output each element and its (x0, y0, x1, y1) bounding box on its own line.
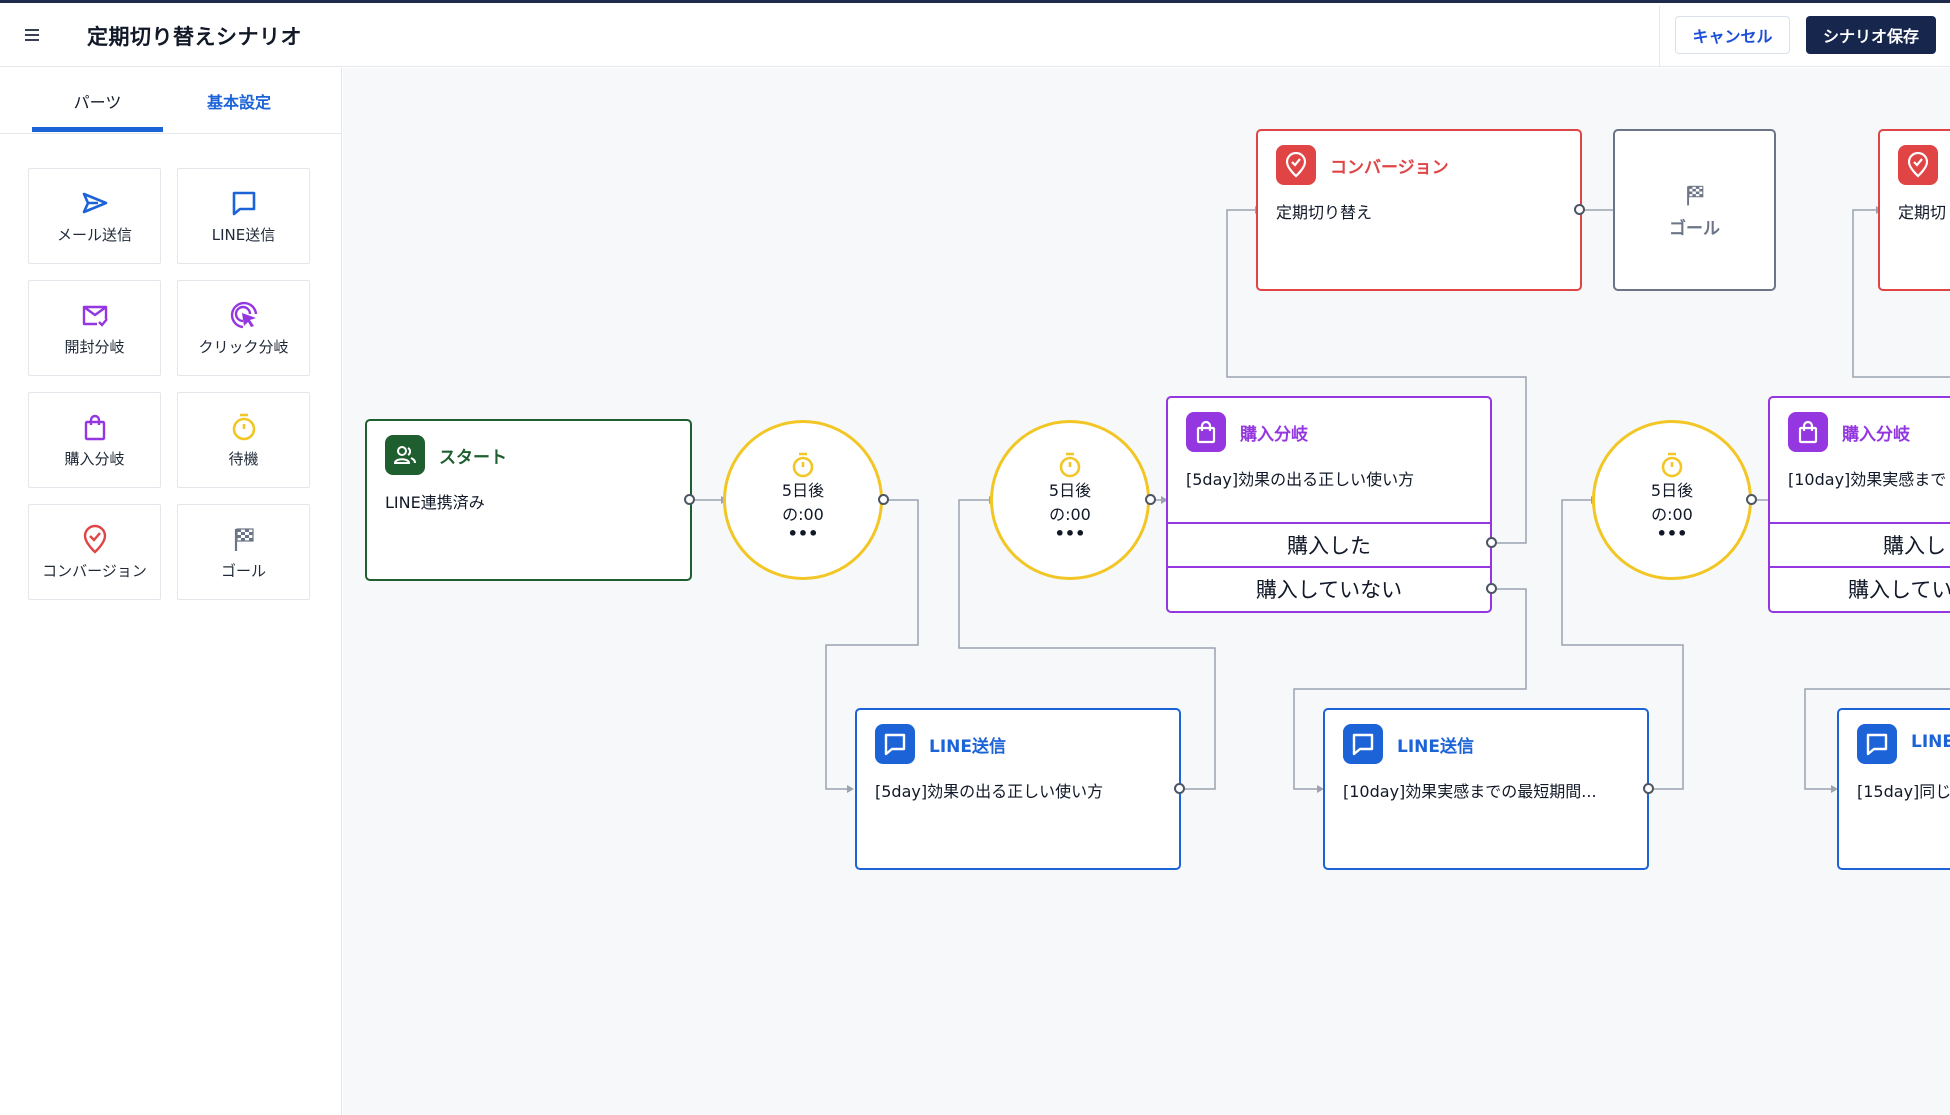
sidebar-tabs: パーツ 基本設定 (0, 68, 341, 134)
node-title: スタート (439, 448, 507, 468)
chat-bubble-icon (875, 724, 915, 764)
output-port[interactable] (1486, 583, 1497, 594)
checkered-flag-icon (1686, 185, 1703, 205)
output-port[interactable] (1643, 783, 1654, 794)
tab-parts[interactable]: パーツ (73, 93, 122, 112)
part-label: ゴール (220, 561, 266, 580)
check-pin-icon (1276, 145, 1316, 185)
branch-option-purchased: 購入した (1168, 522, 1490, 566)
purchase-branch-node[interactable]: 購入分岐 [10day]効果実感まで 購入し 購入してい (1768, 396, 1950, 613)
chat-bubble-icon (229, 188, 259, 218)
wait-time: の:00 (782, 505, 824, 524)
part-purchase-branch[interactable]: 購入分岐 (28, 392, 161, 488)
shopping-bag-icon (1186, 412, 1226, 452)
part-label: コンバージョン (42, 561, 147, 580)
check-pin-icon (1898, 145, 1938, 185)
part-wait[interactable]: 待機 (177, 392, 310, 488)
part-label: 待機 (228, 449, 259, 468)
node-title: LINE (1911, 732, 1950, 752)
node-body: LINE連携済み (385, 493, 485, 512)
node-body: [15day]同じ (1857, 782, 1950, 801)
start-node[interactable]: スタート LINE連携済み (365, 419, 692, 581)
node-body: [5day]効果の出る正しい使い方 (1186, 470, 1415, 489)
parts-sidebar: パーツ 基本設定 メール送信 LINE送信 開封分岐 クリック分岐 購入分岐 (0, 68, 342, 1115)
checkered-flag-icon (229, 524, 259, 554)
chat-bubble-icon (1343, 724, 1383, 764)
app-header: 定期切り替えシナリオ キャンセル シナリオ保存 (0, 3, 1950, 67)
output-port[interactable] (1486, 537, 1497, 548)
branch-option-not-purchased: 購入してい (1770, 566, 1950, 610)
cancel-button[interactable]: キャンセル (1675, 16, 1790, 54)
part-goal[interactable]: ゴール (177, 504, 310, 600)
part-line-send[interactable]: LINE送信 (177, 168, 310, 264)
hamburger-menu-icon[interactable] (18, 21, 46, 49)
active-tab-indicator (32, 127, 163, 132)
mail-check-icon (80, 300, 110, 330)
save-scenario-button[interactable]: シナリオ保存 (1806, 16, 1936, 54)
header-divider (1659, 6, 1660, 67)
chat-bubble-icon (1857, 724, 1897, 764)
send-icon (80, 188, 110, 218)
users-icon (385, 435, 425, 475)
conversion-node[interactable]: コンバージョン 定期切り替え (1256, 129, 1582, 291)
goal-node[interactable]: ゴール (1613, 129, 1776, 291)
more-options-icon[interactable]: ••• (1054, 524, 1086, 543)
more-options-icon[interactable]: ••• (1656, 524, 1688, 543)
conversion-node[interactable]: 定期切 (1878, 129, 1950, 291)
node-body: 定期切り替え (1276, 203, 1373, 222)
top-accent-line (0, 0, 1950, 3)
wait-time: の:00 (1651, 505, 1693, 524)
page-title: 定期切り替えシナリオ (87, 25, 302, 49)
part-label: メール送信 (56, 225, 132, 244)
output-port[interactable] (1574, 204, 1585, 215)
output-port[interactable] (684, 494, 695, 505)
timer-icon (229, 412, 259, 442)
branch-option-not-purchased: 購入していない (1168, 566, 1490, 610)
node-title: コンバージョン (1330, 158, 1449, 178)
node-body: [5day]効果の出る正しい使い方 (875, 782, 1104, 801)
part-label: クリック分岐 (198, 337, 289, 356)
part-open-branch[interactable]: 開封分岐 (28, 280, 161, 376)
shopping-bag-icon (1788, 412, 1828, 452)
timer-icon (1661, 452, 1683, 478)
wait-days: 5日後 (1048, 481, 1092, 500)
part-label: LINE送信 (211, 225, 276, 244)
part-click-branch[interactable]: クリック分岐 (177, 280, 310, 376)
line-send-node[interactable]: LINE [15day]同じ (1837, 708, 1950, 870)
timer-icon (792, 452, 814, 478)
node-body: [10day]効果実感までの最短期間... (1343, 782, 1597, 801)
branch-option-purchased: 購入し (1770, 522, 1950, 566)
wait-days: 5日後 (1650, 481, 1694, 500)
shopping-bag-icon (80, 412, 110, 442)
part-label: 購入分岐 (64, 449, 125, 468)
output-port[interactable] (1174, 783, 1185, 794)
node-title: LINE送信 (1397, 737, 1474, 757)
node-title: 購入分岐 (1240, 425, 1308, 445)
part-email-send[interactable]: メール送信 (28, 168, 161, 264)
output-port[interactable] (1746, 494, 1757, 505)
wait-node[interactable]: 5日後 の:00 ••• (990, 420, 1150, 580)
purchase-branch-node[interactable]: 購入分岐 [5day]効果の出る正しい使い方 購入した 購入していない (1166, 396, 1492, 613)
wait-days: 5日後 (781, 481, 825, 500)
node-title: LINE送信 (929, 737, 1006, 757)
timer-icon (1059, 452, 1081, 478)
line-send-node[interactable]: LINE送信 [10day]効果実感までの最短期間... (1323, 708, 1649, 870)
node-title: 購入分岐 (1842, 425, 1910, 445)
cursor-click-icon (229, 300, 259, 330)
node-body: [10day]効果実感まで (1788, 470, 1947, 489)
part-label: 開封分岐 (64, 337, 125, 356)
part-conversion[interactable]: コンバージョン (28, 504, 161, 600)
goal-label: ゴール (1669, 218, 1720, 239)
more-options-icon[interactable]: ••• (787, 524, 819, 543)
tab-basic-settings[interactable]: 基本設定 (206, 93, 271, 112)
output-port[interactable] (1145, 494, 1156, 505)
check-pin-icon (80, 524, 110, 554)
node-body: 定期切 (1898, 203, 1947, 222)
wait-node[interactable]: 5日後 の:00 ••• (1592, 420, 1752, 580)
scenario-canvas[interactable]: スタート LINE連携済み 5日後 の:00 ••• 5日後 の:00 ••• … (343, 68, 1950, 1115)
wait-node[interactable]: 5日後 の:00 ••• (723, 420, 883, 580)
line-send-node[interactable]: LINE送信 [5day]効果の出る正しい使い方 (855, 708, 1181, 870)
wait-time: の:00 (1049, 505, 1091, 524)
output-port[interactable] (878, 494, 889, 505)
